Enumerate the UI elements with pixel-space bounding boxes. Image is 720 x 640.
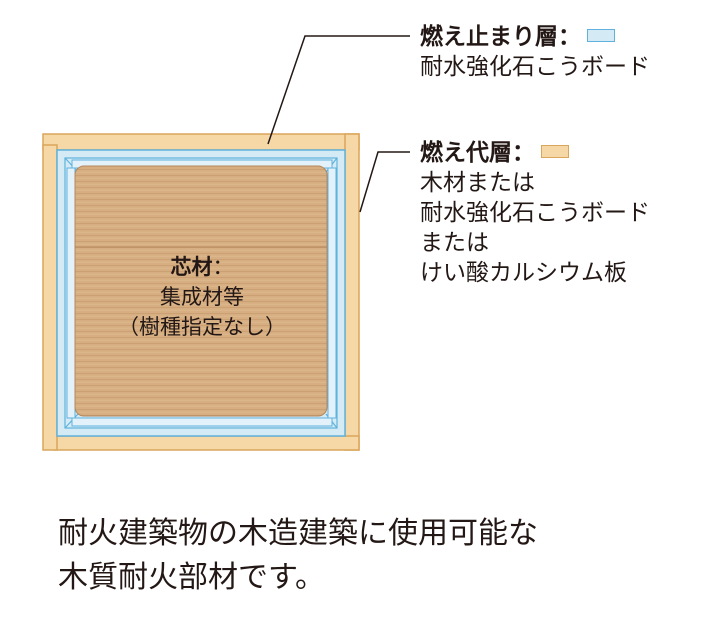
legend-burn-margin-line: けい酸カルシウム板 [420, 260, 627, 286]
core-title-suffix: ： [212, 255, 234, 279]
burn-margin-bottom [53, 435, 360, 451]
fire-stop-inner-left [66, 167, 76, 419]
legend-fire-stop-line: 耐水強化石こうボード [420, 54, 650, 80]
leader-line-burn-margin [359, 151, 410, 213]
core-label: 芯材： 集成材等 （樹種指定なし） [78, 252, 326, 342]
caption: 耐火建築物の木造建築に使用可能な 木質耐火部材です。 [58, 512, 538, 600]
legend-burn-margin: 燃え代層： 木材または 耐水強化石こうボード または けい酸カルシウム板 [420, 138, 650, 288]
fire-stop-inner-bottom [71, 417, 333, 427]
core-wood-block [74, 165, 328, 417]
legend-burn-margin-line: または [420, 230, 489, 256]
legend-fire-stop: 燃え止まり層： 耐水強化石こうボード [420, 22, 650, 82]
legend-burn-margin-line: 耐水強化石こうボード [420, 200, 650, 226]
burn-margin-top [42, 133, 360, 151]
fire-stop-inner-right [327, 167, 337, 419]
legend-burn-margin-line: 木材または [420, 170, 535, 196]
core-line: （樹種指定なし） [118, 315, 286, 339]
core-wood [74, 165, 328, 417]
core-line: 集成材等 [160, 285, 244, 309]
caption-line: 耐火建築物の木造建築に使用可能な [58, 516, 538, 551]
legend-burn-margin-title: 燃え代層： [420, 140, 535, 166]
burn-margin-right [344, 133, 360, 451]
light-orange-rectangle-icon [541, 145, 569, 158]
light-blue-rectangle-icon [587, 29, 615, 42]
caption-line: 木質耐火部材です。 [58, 560, 325, 595]
core-title: 芯材 [170, 255, 213, 279]
leader-line-fire-stop [267, 35, 410, 145]
burn-margin-left [42, 144, 58, 451]
legend-fire-stop-title: 燃え止まり層： [420, 24, 581, 50]
